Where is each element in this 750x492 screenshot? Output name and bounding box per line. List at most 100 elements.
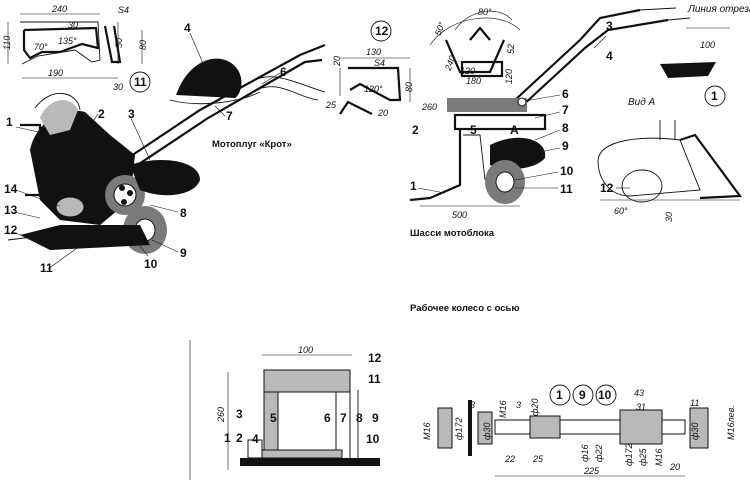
axle-dim-3a: 3: [470, 400, 475, 410]
wheel-part-12: 12: [368, 351, 382, 365]
axle-dim-f172-a: ф172: [454, 417, 464, 440]
cylinder-head: [40, 100, 78, 135]
wheel-part-9: 9: [372, 411, 379, 425]
axle-spacer-1: [477, 411, 493, 445]
gauge-wheel: [621, 169, 663, 203]
bracket-base: [460, 60, 504, 78]
chassis-pivot: [517, 97, 527, 107]
wheel-part-10: 10: [366, 432, 380, 446]
bracket-arc-2: [454, 10, 513, 31]
pulley-hole-3: [121, 199, 127, 205]
fig1-label: 1: [711, 89, 718, 103]
axle-circle-10: [595, 384, 617, 406]
fig12-dim-130: 130: [366, 47, 381, 57]
exhaust-pipe: [34, 92, 81, 111]
wheel-part-5: 5: [270, 411, 277, 425]
fig1-circle: [704, 85, 726, 107]
motoplug-drawing: 1 2 3 4 6 7 8 9 10 11 12 13 14 Мотоплуг …: [4, 21, 326, 275]
wheel-hub-block: [247, 439, 263, 459]
chassis-dim-500: 500: [452, 210, 467, 220]
axle-nut-right: [689, 407, 709, 449]
chassis-part-6: 6: [562, 87, 569, 101]
chassis-shank: [409, 130, 462, 202]
bracket-dim-80deg: 80°: [478, 7, 492, 17]
wheel-dim-100: 100: [298, 345, 313, 355]
leader-14: [15, 189, 61, 207]
leader-8: [149, 204, 179, 213]
wheel-part-8: 8: [356, 411, 363, 425]
axle-dim-m16-c: М16: [654, 448, 664, 466]
leader-12: [11, 231, 31, 239]
pulley-hole-1: [119, 185, 125, 191]
fig11-dim-s4: S4: [118, 5, 129, 15]
axle-dim-f22: ф22: [594, 444, 604, 462]
bracket-dim-120a: 120: [460, 66, 475, 76]
axle-dim-20: 20: [669, 462, 680, 472]
chassis-handle-2: [521, 18, 669, 107]
axle-collar: [529, 415, 561, 439]
fig11-dim-50: 50: [114, 38, 124, 48]
chassis-part-3: 3: [606, 19, 613, 33]
bracket-dim-120b: 120: [504, 69, 514, 84]
axle-dim-f30a: ф30: [482, 422, 492, 440]
bracket-dim-50deg: 50°: [433, 20, 447, 37]
chassis-part-9: 9: [562, 139, 569, 153]
handle-grip-2: [261, 86, 319, 101]
wheel-part-11: 11: [368, 372, 381, 386]
axle-nut-left: [437, 407, 453, 449]
axle-circle-label-9: 9: [579, 388, 586, 402]
wheel-part-4: 4: [252, 432, 259, 446]
axle-dim-25: 25: [532, 454, 544, 464]
leader-2: [79, 113, 99, 141]
motoplug-part-4: 4: [184, 21, 191, 35]
bracket-top: [469, 26, 491, 41]
handle-tip: [639, 7, 677, 11]
axle-dim-43: 43: [634, 388, 644, 398]
chassis-part-5: 5: [470, 123, 477, 137]
fig12-dim-25: 25: [325, 100, 337, 110]
leader-13: [13, 211, 41, 219]
axle-circle-9: [572, 384, 594, 406]
air-filter: [55, 196, 85, 218]
fig11-dim-30a: 30: [68, 20, 78, 30]
chassis-part-11: 11: [560, 182, 573, 196]
handle-bar: [109, 43, 326, 171]
leader-6: [261, 72, 281, 85]
leader-9: [151, 239, 179, 253]
axle-dim-f16: ф16: [580, 444, 590, 462]
motoplug-part-14: 14: [4, 182, 18, 196]
leader-11: [47, 245, 81, 270]
fuel-tank: [176, 58, 242, 98]
view-a-part-12: 12: [600, 181, 614, 195]
chassis-drawing: 500 260 3 4 6 7 8 9 10 11 2 5 1 A Шасси …: [409, 7, 691, 239]
chassis-leader-7: [534, 111, 561, 119]
fig12-label: 12: [375, 24, 389, 38]
motoplug-part-9: 9: [180, 246, 187, 260]
leader-4: [189, 32, 206, 69]
leader-10: [139, 245, 149, 257]
axle-dim-31: 31: [636, 402, 646, 412]
figure-11: 240 S4 110 30 50 80 70° 135° 190 30 11: [2, 4, 151, 93]
bracket-dim-240: 240: [443, 54, 458, 72]
bracket-dim-180: 180: [466, 76, 481, 86]
frame-arm: [20, 123, 42, 197]
fig11-dim-30b: 30: [113, 82, 123, 92]
chassis-part-8: 8: [562, 121, 569, 135]
ground-frame: [20, 225, 150, 250]
axle-dim-f30b: ф30: [690, 422, 700, 440]
view-a-label: Вид А: [628, 97, 656, 108]
chassis-leader-6: [524, 94, 561, 102]
figure-12: 12 130 S4 20 80 25 20 120°: [325, 20, 414, 118]
fig11-label: 11: [134, 75, 147, 89]
fig11-outline: [20, 21, 101, 65]
wheel-part-2: 2: [236, 431, 243, 445]
motoplug-part-2: 2: [98, 107, 105, 121]
axle-dim-m16lev: М16лев.: [726, 405, 736, 440]
chassis-leader-9: [539, 147, 561, 153]
chassis-part-10: 10: [560, 164, 574, 178]
axle-dim-22a: 22: [504, 454, 515, 464]
handle-grip: [254, 76, 326, 93]
view-a-drawing: Линия отреза 100 1 Вид А 12 60° 30: [597, 4, 750, 222]
fig12-dim-s4: S4: [374, 58, 385, 68]
chassis-part-a: A: [510, 123, 519, 137]
